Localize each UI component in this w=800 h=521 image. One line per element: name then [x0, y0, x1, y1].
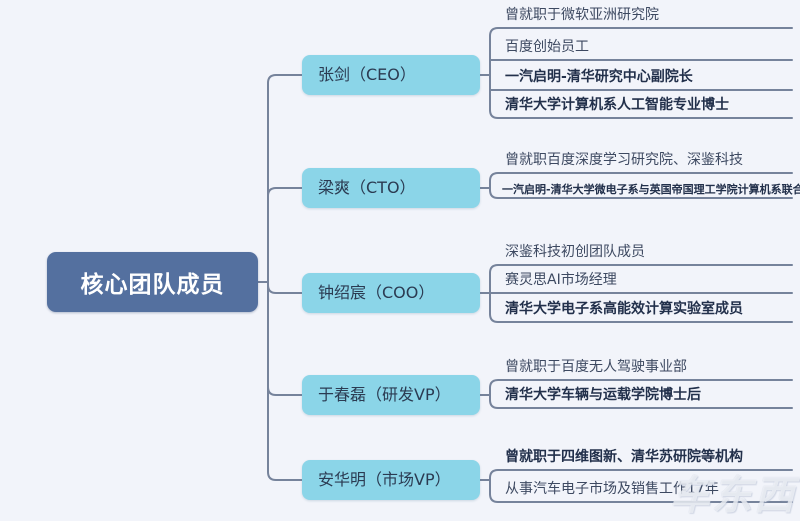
leaf-node: 赛灵思AI市场经理	[505, 272, 617, 288]
leaf-node: 曾就职于百度无人驾驶事业部	[505, 359, 687, 375]
branch-node-cto: 梁爽（CTO）	[302, 168, 480, 208]
branch-node-coo: 钟绍宸（COO）	[302, 273, 480, 313]
leaf-node: 深鉴科技初创团队成员	[505, 244, 645, 260]
leaf-node: 一汽启明-清华研究中心副院长	[505, 69, 693, 85]
ceo-leaf-connectors	[479, 27, 793, 119]
leaf-node: 曾就职于微软亚洲研究院	[505, 7, 659, 23]
coo-leaf-connectors	[479, 264, 793, 323]
leaf-node: 一汽启明-清华大学微电子系与英国帝国理工学院计算机系联合培养博士	[502, 183, 800, 196]
leaf-node: 清华大学车辆与运载学院博士后	[505, 387, 701, 403]
root-branch-connectors	[257, 74, 303, 481]
leaf-node: 百度创始员工	[505, 39, 589, 55]
root-node-core-team: 核心团队成员	[47, 252, 258, 312]
branch-node-ceo: 张剑（CEO）	[302, 55, 480, 95]
leaf-node: 曾就职百度深度学习研究院、深鉴科技	[505, 152, 743, 168]
marketvp-leaf-connectors	[479, 469, 793, 503]
leaf-node: 从事汽车电子市场及销售工作17年	[505, 481, 719, 497]
branch-node-market-vp: 安华明（市场VP）	[302, 460, 480, 500]
branch-node-rd-vp: 于春磊（研发VP）	[302, 375, 480, 415]
leaf-node: 曾就职于四维图新、清华苏研院等机构	[505, 449, 743, 465]
rdvp-leaf-connectors	[479, 379, 793, 409]
leaf-node: 清华大学计算机系人工智能专业博士	[505, 97, 729, 113]
cto-leaf-connectors	[479, 172, 793, 199]
leaf-node: 清华大学电子系高能效计算实验室成员	[505, 301, 743, 317]
